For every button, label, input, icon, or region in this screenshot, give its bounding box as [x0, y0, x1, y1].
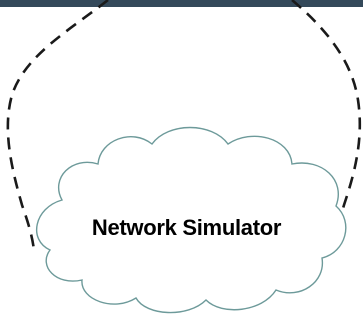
cloud-shape — [35, 126, 347, 314]
dashed-link-left — [6, 0, 109, 251]
header-bar — [0, 0, 363, 7]
cloud-label: Network Simulator — [91, 215, 282, 240]
